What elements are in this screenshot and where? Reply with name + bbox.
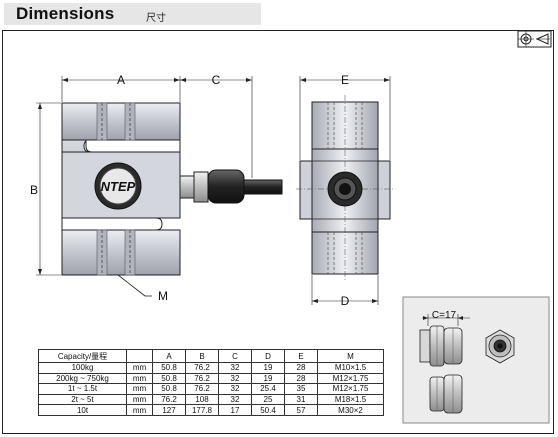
col-m: M [317,349,384,363]
side-view [296,95,394,280]
dim-A [61,76,181,102]
page-subtitle: 尺寸 [146,13,166,24]
cell-capacity: 2t ~ 5t [38,393,127,406]
cell-capacity: 10t [38,404,127,416]
dim-E [299,76,391,160]
dim-D [311,275,379,305]
spec-table: Capacity/量程 A B C D E M 100kg mm 50.8 76… [38,349,384,416]
label-A: A [117,73,125,87]
cell-a: 50.8 [152,372,186,385]
cell-m: M12×1.75 [317,383,384,395]
cell-c: 32 [218,383,252,395]
cell-d: 50.4 [251,404,285,416]
dim-C [180,76,253,178]
cell-unit: mm [126,383,153,395]
cell-unit: mm [126,372,153,385]
cell-b: 76.2 [185,372,219,385]
cell-d: 25 [251,393,285,406]
col-b: B [185,349,219,363]
cell-d: 19 [251,372,285,385]
table-row: 100kg mm 50.8 76.2 32 19 28 M10×1.5 [38,362,384,374]
cell-c: 17 [218,404,252,416]
table-header-row: Capacity/量程 A B C D E M [38,349,384,363]
table-row: 1t ~ 1.5t mm 50.8 76.2 32 25.4 35 M12×1.… [38,383,384,395]
cell-m: M18×1.5 [317,393,384,406]
cell-a: 50.8 [152,383,186,395]
cell-a: 76.2 [152,393,186,406]
col-c: C [218,349,252,363]
table-row: 10t mm 127 177.8 17 50.4 57 M30×2 [38,404,384,416]
table-row: 200kg ~ 750kg mm 50.8 76.2 32 19 28 M12×… [38,372,384,385]
cell-b: 76.2 [185,362,219,374]
cell-e: 35 [284,383,318,395]
cell-d: 25.4 [251,383,285,395]
cell-capacity: 100kg [38,362,127,374]
cell-unit: mm [126,404,153,416]
ntep-logo: NTEP [94,162,142,210]
inset-panel [402,296,550,424]
cell-e: 28 [284,362,318,374]
drawing-frame [2,30,554,434]
cell-b: 177.8 [185,404,219,416]
inset-label: C=17 [432,310,457,321]
col-a: A [152,349,186,363]
cell-a: 50.8 [152,362,186,374]
front-view: NTEP [61,102,283,297]
cell-m: M30×2 [317,404,384,416]
projection-symbol-icon [517,30,552,48]
col-unit [126,349,153,363]
page-title: Dimensions [16,4,115,23]
cell-e: 57 [284,404,318,416]
cell-capacity: 1t ~ 1.5t [38,383,127,395]
label-D: D [341,294,350,308]
label-B: B [30,183,38,197]
table-row: 2t ~ 5t mm 76.2 108 32 25 31 M18×1.5 [38,393,384,406]
dim-B [36,102,61,276]
cell-d: 19 [251,362,285,374]
label-E: E [341,73,349,87]
cell-e: 31 [284,393,318,406]
label-C: C [212,73,221,87]
cell-c: 32 [218,372,252,385]
cell-c: 32 [218,362,252,374]
cell-a: 127 [152,404,186,416]
cell-unit: mm [126,362,153,374]
cell-unit: mm [126,393,153,406]
cell-m: M10×1.5 [317,362,384,374]
header-bar [4,3,261,25]
col-e: E [284,349,318,363]
col-d: D [251,349,285,363]
cell-b: 76.2 [185,383,219,395]
cell-m: M12×1.75 [317,372,384,385]
col-capacity: Capacity/量程 [38,349,127,363]
cell-b: 108 [185,393,219,406]
label-M: M [158,289,168,303]
logo-text: NTEP [101,179,136,194]
cell-e: 28 [284,372,318,385]
cell-capacity: 200kg ~ 750kg [38,372,127,385]
cell-c: 32 [218,393,252,406]
